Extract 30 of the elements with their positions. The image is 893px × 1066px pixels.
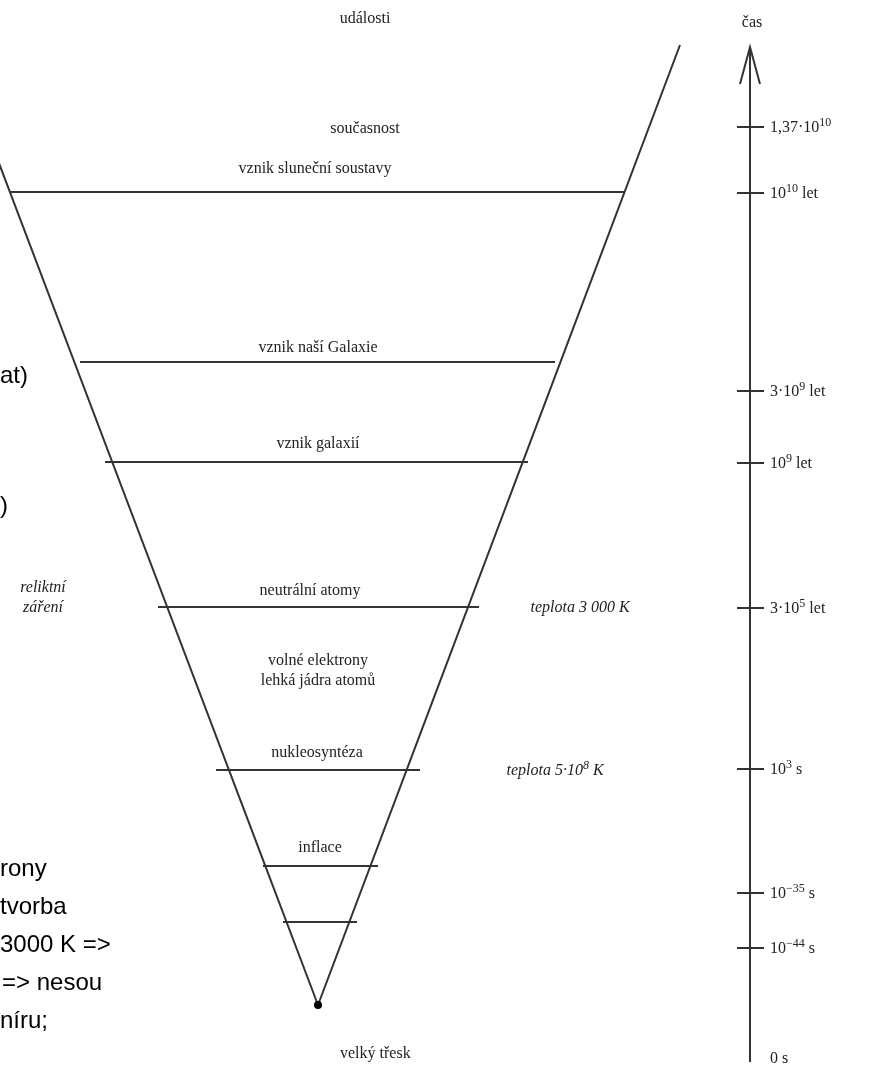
tick-label: 0 s <box>770 1048 789 1066</box>
event-label: velký třesk <box>340 1043 411 1063</box>
event-label: vznik naší Galaxie <box>258 337 378 357</box>
event-label: současnost <box>330 118 400 138</box>
axis-title: čas <box>741 12 763 32</box>
tick-label: 10$^{3}$ s <box>770 759 803 779</box>
cut-text: tvorba <box>0 891 67 921</box>
cut-text: ) <box>0 490 8 520</box>
side-note: reliktní záření <box>19 577 68 617</box>
tick-label: 3·10$^{9}$ let <box>770 381 826 401</box>
cut-text: rony <box>0 853 47 883</box>
event-label: vznik sluneční soustavy <box>238 158 392 178</box>
event-label: vznik galaxií <box>276 433 360 453</box>
tick-label: 10$^{10}$ let <box>770 183 818 203</box>
tick-label: 10$^{−35}$ s <box>770 883 815 903</box>
tick-label: 1,37·10$^{10}$ <box>770 117 832 137</box>
column-heading: události <box>339 8 391 28</box>
temperature-label: teplota 5·10$^{8}$ K <box>506 760 604 780</box>
event-label: volné elektrony lehká jádra atomů <box>259 650 377 690</box>
event-label: neutrální atomy <box>259 580 361 600</box>
cut-text: níru; <box>0 1005 49 1035</box>
temperature-label: teplota 3 000 K <box>530 597 630 617</box>
cut-text: => nesou <box>2 967 103 997</box>
cut-text: 3000 K => <box>0 929 111 959</box>
event-label: inflace <box>298 837 342 857</box>
tick-label: 10$^{9}$ let <box>770 453 812 473</box>
tick-label: 3·10$^{5}$ let <box>770 598 826 618</box>
cut-text: at) <box>0 360 28 390</box>
event-label: nukleosyntéza <box>271 742 363 762</box>
tick-label: 10$^{−44}$ s <box>770 938 815 958</box>
